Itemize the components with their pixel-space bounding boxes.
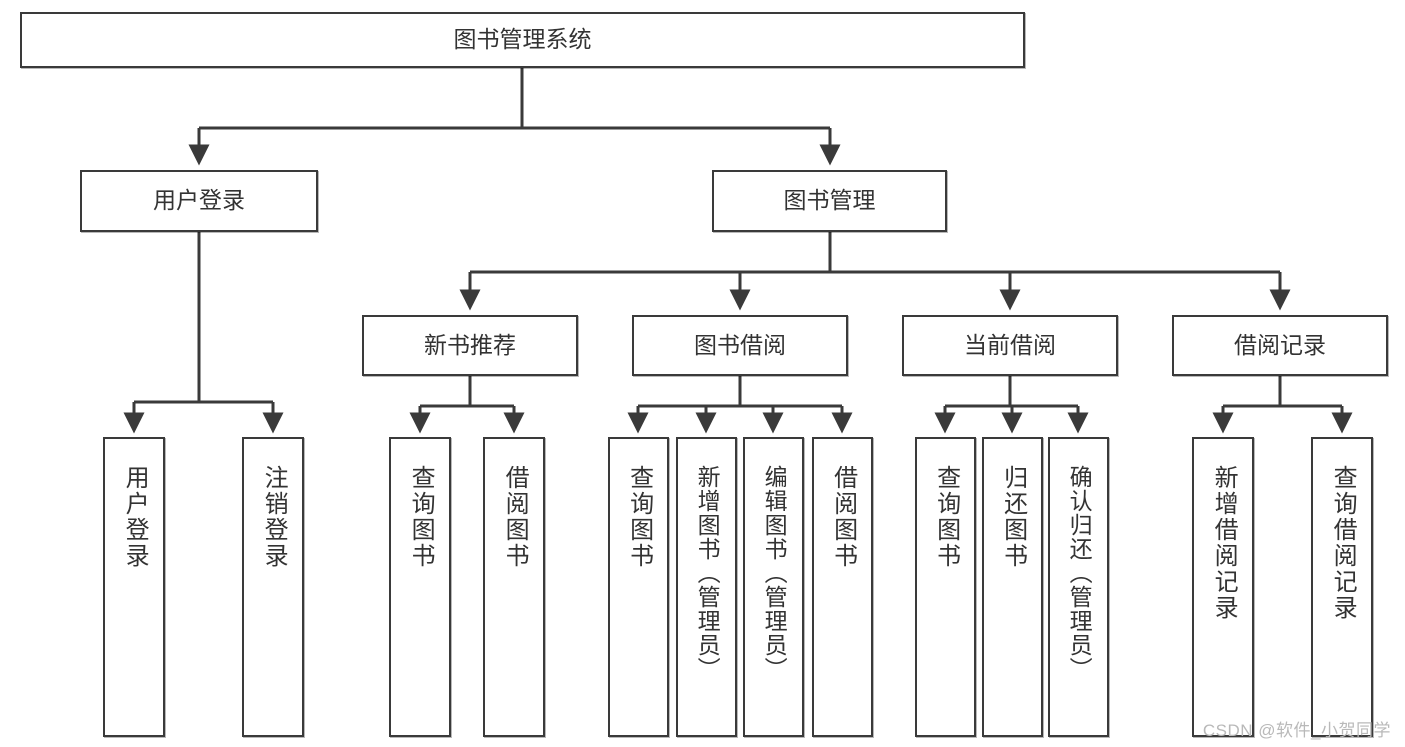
node-leaf-query-book-1-label: 查询图书 xyxy=(407,465,435,569)
node-leaf-user-login-label: 用户登录 xyxy=(121,465,149,569)
node-leaf-edit-book[interactable]: 编辑图书（管理员） xyxy=(743,437,804,737)
node-new-book-recommend[interactable]: 新书推荐 xyxy=(362,315,578,376)
node-leaf-add-book[interactable]: 新增图书（管理员） xyxy=(676,437,737,737)
node-current-borrow-label: 当前借阅 xyxy=(964,331,1056,358)
node-leaf-query-book-3-label: 查询图书 xyxy=(932,465,960,569)
node-leaf-borrow-book-1[interactable]: 借阅图书 xyxy=(483,437,545,737)
node-user-login-label: 用户登录 xyxy=(153,187,245,214)
node-leaf-return-book-label: 归还图书 xyxy=(999,465,1027,569)
node-book-manage-label: 图书管理 xyxy=(783,187,876,214)
node-leaf-query-record-label: 查询借阅记录 xyxy=(1329,465,1357,621)
node-borrow-record[interactable]: 借阅记录 xyxy=(1172,315,1388,376)
node-leaf-add-book-label: 新增图书（管理员） xyxy=(694,465,721,681)
node-leaf-borrow-book-2-label: 借阅图书 xyxy=(829,465,857,569)
node-leaf-edit-book-label: 编辑图书（管理员） xyxy=(761,465,788,681)
node-leaf-return-book[interactable]: 归还图书 xyxy=(982,437,1043,737)
node-leaf-query-record[interactable]: 查询借阅记录 xyxy=(1311,437,1373,737)
node-leaf-confirm-return-label: 确认归还（管理员） xyxy=(1066,465,1093,681)
node-root[interactable]: 图书管理系统 xyxy=(20,12,1025,68)
node-current-borrow[interactable]: 当前借阅 xyxy=(902,315,1118,376)
node-borrow-record-label: 借阅记录 xyxy=(1234,331,1326,358)
watermark: CSDN @软件_小贺同学 xyxy=(1202,721,1391,740)
node-leaf-user-login[interactable]: 用户登录 xyxy=(103,437,165,737)
node-book-manage[interactable]: 图书管理 xyxy=(712,170,947,232)
node-leaf-query-book-1[interactable]: 查询图书 xyxy=(389,437,451,737)
node-leaf-borrow-book-2[interactable]: 借阅图书 xyxy=(812,437,873,737)
node-root-label: 图书管理系统 xyxy=(453,26,592,53)
node-leaf-user-logout[interactable]: 注销登录 xyxy=(242,437,304,737)
node-user-login[interactable]: 用户登录 xyxy=(80,170,318,232)
node-leaf-borrow-book-1-label: 借阅图书 xyxy=(501,465,529,569)
node-leaf-user-logout-label: 注销登录 xyxy=(260,465,288,569)
node-leaf-query-book-2-label: 查询图书 xyxy=(625,465,653,569)
node-book-borrow-label: 图书借阅 xyxy=(694,331,786,358)
node-new-book-recommend-label: 新书推荐 xyxy=(424,331,516,358)
node-leaf-add-record-label: 新增借阅记录 xyxy=(1210,465,1238,621)
node-leaf-add-record[interactable]: 新增借阅记录 xyxy=(1192,437,1254,737)
node-leaf-query-book-2[interactable]: 查询图书 xyxy=(608,437,669,737)
node-leaf-confirm-return[interactable]: 确认归还（管理员） xyxy=(1048,437,1109,737)
node-book-borrow[interactable]: 图书借阅 xyxy=(632,315,848,376)
node-leaf-query-book-3[interactable]: 查询图书 xyxy=(915,437,976,737)
